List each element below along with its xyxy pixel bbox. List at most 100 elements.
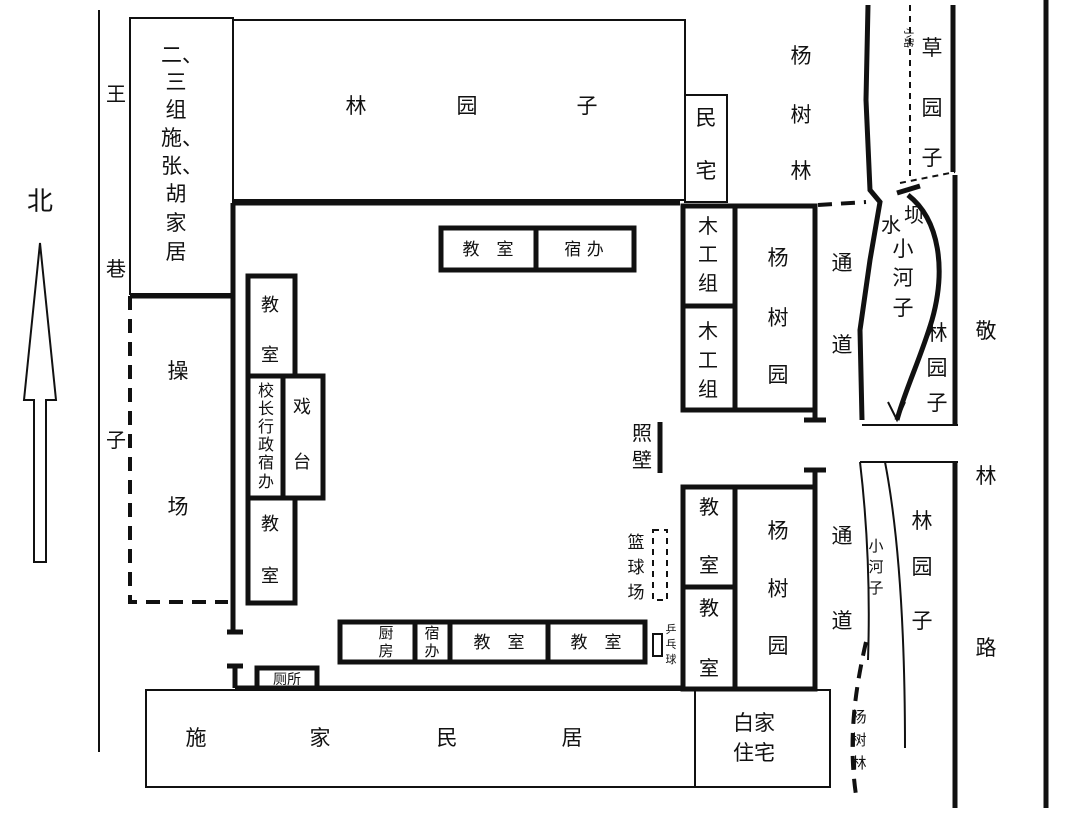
svg-text:树: 树 bbox=[851, 731, 866, 749]
svg-text:宿: 宿 bbox=[424, 624, 439, 642]
svg-text:园: 园 bbox=[457, 94, 478, 118]
svg-text:教: 教 bbox=[699, 495, 719, 519]
svg-text:教: 教 bbox=[699, 596, 719, 620]
svg-text:小: 小 bbox=[893, 237, 914, 261]
svg-text:小: 小 bbox=[868, 537, 883, 555]
svg-text:住宅: 住宅 bbox=[733, 741, 775, 765]
svg-text:林: 林 bbox=[851, 754, 866, 772]
creek-south-east-bank bbox=[884, 461, 906, 749]
svg-text:组: 组 bbox=[698, 377, 718, 401]
creek-flow-arrowhead-icon bbox=[887, 401, 906, 423]
dorm-office-south-label: 宿 办 bbox=[424, 624, 439, 660]
svg-text:乓: 乓 bbox=[666, 638, 677, 651]
svg-text:台: 台 bbox=[293, 452, 311, 473]
wang-lane-label: 王 巷 子 bbox=[106, 82, 126, 452]
svg-text:路: 路 bbox=[976, 636, 997, 660]
svg-text:校: 校 bbox=[258, 381, 274, 400]
svg-text:王: 王 bbox=[106, 82, 126, 106]
svg-text:巷: 巷 bbox=[106, 257, 126, 281]
north-label: 北 bbox=[27, 187, 53, 217]
ping-pong-table bbox=[652, 633, 663, 657]
forest-garden-east-south-label: 林 园 子 bbox=[912, 509, 933, 633]
svg-text:壁: 壁 bbox=[632, 448, 652, 472]
svg-text:园: 园 bbox=[912, 555, 933, 579]
svg-text:道: 道 bbox=[832, 333, 853, 357]
svg-text:园: 园 bbox=[768, 363, 789, 387]
shi-residence bbox=[145, 689, 696, 788]
classroom-east-2-label: 教 室 bbox=[699, 596, 719, 680]
svg-text:胡: 胡 bbox=[166, 182, 187, 206]
svg-text:林: 林 bbox=[346, 94, 367, 118]
dorm-office-north bbox=[533, 225, 637, 273]
stage bbox=[280, 373, 326, 501]
stage-label: 戏 台 bbox=[293, 397, 311, 473]
kitchen-label: 厨 房 bbox=[378, 624, 393, 660]
svg-text:民: 民 bbox=[437, 726, 458, 750]
passage-north-label: 通 道 bbox=[832, 251, 853, 357]
svg-text:木: 木 bbox=[698, 319, 718, 343]
zhang-hu-residence-label: 二、 三 组 施、 张、 胡 家 居 bbox=[161, 43, 203, 264]
classroom-south-2 bbox=[545, 619, 648, 665]
svg-text:子: 子 bbox=[922, 146, 943, 170]
dam-line bbox=[896, 183, 921, 196]
svg-text:球: 球 bbox=[628, 558, 645, 578]
min-zhai bbox=[684, 94, 728, 203]
creek-south-west-bank bbox=[859, 461, 870, 661]
dorm-office-north-label: 宿 办 bbox=[564, 240, 603, 260]
classroom-south-1-label: 教 室 bbox=[474, 633, 525, 653]
svg-text:树: 树 bbox=[768, 577, 789, 601]
carpentry-1-label: 木 工 组 bbox=[698, 214, 718, 295]
svg-text:教: 教 bbox=[261, 514, 279, 535]
small-path-label: 小路 bbox=[902, 28, 915, 48]
svg-text:道: 道 bbox=[832, 609, 853, 633]
passage-north-top-edge bbox=[817, 200, 867, 207]
svg-text:子: 子 bbox=[577, 94, 598, 118]
svg-text:长: 长 bbox=[258, 399, 274, 418]
creek-flow-arrow bbox=[894, 193, 942, 421]
svg-text:室: 室 bbox=[261, 345, 279, 366]
svg-text:河: 河 bbox=[893, 266, 914, 290]
passage-south-label: 通 道 bbox=[832, 524, 853, 633]
svg-text:树: 树 bbox=[791, 103, 812, 127]
svg-text:子: 子 bbox=[868, 579, 883, 597]
svg-text:行: 行 bbox=[258, 417, 274, 436]
svg-text:施: 施 bbox=[186, 726, 207, 750]
svg-text:杨: 杨 bbox=[791, 44, 812, 68]
svg-text:通: 通 bbox=[832, 524, 853, 548]
svg-text:政: 政 bbox=[258, 435, 274, 454]
poplar-garden-north-label: 杨 树 园 bbox=[768, 246, 789, 387]
svg-text:通: 通 bbox=[832, 251, 853, 275]
svg-text:宅: 宅 bbox=[696, 159, 717, 183]
svg-text:场: 场 bbox=[168, 495, 189, 519]
classroom-east-1-label: 教 室 bbox=[699, 495, 719, 577]
svg-text:组: 组 bbox=[166, 98, 187, 122]
svg-text:园: 园 bbox=[927, 356, 948, 380]
svg-text:林: 林 bbox=[976, 464, 997, 488]
svg-text:场: 场 bbox=[628, 583, 645, 603]
svg-text:操: 操 bbox=[168, 359, 189, 383]
creek-south-label: 小 河 子 bbox=[868, 537, 883, 597]
playground-label: 操 场 bbox=[168, 359, 189, 519]
svg-text:乒: 乒 bbox=[666, 623, 677, 636]
min-zhai-label: 民 宅 bbox=[696, 106, 717, 183]
svg-text:室: 室 bbox=[261, 566, 279, 587]
svg-text:木: 木 bbox=[698, 214, 718, 238]
svg-text:河: 河 bbox=[868, 558, 883, 576]
svg-text:张、: 张、 bbox=[161, 154, 203, 178]
svg-text:三: 三 bbox=[166, 70, 187, 94]
svg-text:组: 组 bbox=[698, 271, 718, 295]
svg-text:林: 林 bbox=[912, 509, 933, 533]
basketball-court bbox=[652, 529, 668, 601]
svg-text:宿: 宿 bbox=[258, 453, 274, 472]
jing-lin-road-label: 敬 林 路 bbox=[976, 319, 997, 660]
svg-text:白家: 白家 bbox=[733, 711, 775, 735]
svg-text:施、: 施、 bbox=[161, 126, 203, 150]
svg-text:室: 室 bbox=[699, 656, 719, 680]
svg-text:树: 树 bbox=[768, 306, 789, 330]
svg-text:子: 子 bbox=[893, 296, 914, 320]
svg-text:厨: 厨 bbox=[378, 624, 393, 642]
grass-garden-label: 草 园 子 bbox=[922, 36, 943, 170]
svg-text:居: 居 bbox=[562, 726, 583, 750]
grass-garden-south-edge bbox=[899, 171, 956, 184]
svg-text:草: 草 bbox=[922, 36, 943, 60]
